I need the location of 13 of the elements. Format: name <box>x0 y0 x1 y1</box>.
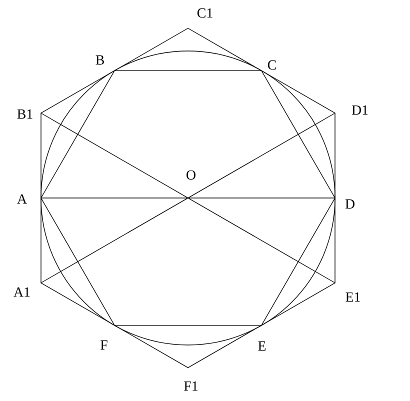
point-label: B <box>96 55 104 65</box>
point-label: B1 <box>17 109 32 119</box>
point-label: D <box>345 199 354 209</box>
point-label: E <box>258 341 266 351</box>
point-label: D1 <box>352 105 368 115</box>
point-label: F1 <box>184 381 198 391</box>
point-label: O <box>186 170 196 180</box>
point-label: A <box>17 194 27 204</box>
point-label: A1 <box>14 287 30 297</box>
point-label: E1 <box>346 292 360 302</box>
point-label: F <box>100 340 108 350</box>
point-label: C <box>268 60 276 70</box>
point-label: C1 <box>197 8 212 18</box>
